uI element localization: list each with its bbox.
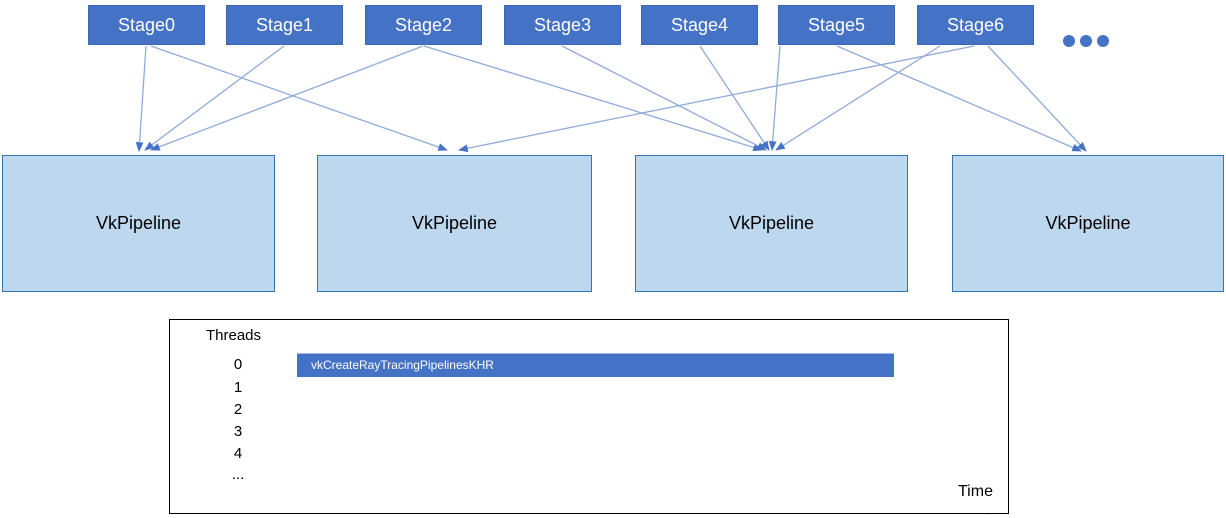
pipeline-box-2: VkPipeline bbox=[635, 155, 908, 292]
arrow-stage2-to-pipeline0 bbox=[150, 45, 424, 151]
arrow-stage6-to-pipeline2 bbox=[775, 45, 941, 151]
x-axis-label: Time bbox=[958, 483, 993, 500]
stage-box-0: Stage0 bbox=[88, 5, 205, 45]
ellipsis-dot bbox=[1097, 35, 1109, 47]
arrow-stage3-to-pipeline2 bbox=[561, 45, 767, 151]
gantt-bar: vkCreateRayTracingPipelinesKHR bbox=[297, 353, 894, 377]
arrow-stage4-to-pipeline2 bbox=[699, 45, 770, 151]
pipeline-box-0: VkPipeline bbox=[2, 155, 275, 292]
arrow-stage0-to-pipeline0 bbox=[135, 45, 147, 152]
arrow-stage6-to-pipeline3 bbox=[987, 45, 1087, 152]
thread-row-label-4: 4 bbox=[233, 445, 243, 462]
stage-box-5: Stage5 bbox=[778, 5, 895, 45]
arrow-stage5-to-pipeline2 bbox=[768, 45, 781, 151]
stage-box-3: Stage3 bbox=[504, 5, 621, 45]
stage-box-2: Stage2 bbox=[365, 5, 482, 45]
stage-box-1: Stage1 bbox=[226, 5, 343, 45]
y-axis-label: Threads bbox=[206, 327, 262, 344]
pipeline-box-1: VkPipeline bbox=[317, 155, 592, 292]
thread-row-label-...: ... bbox=[231, 466, 245, 483]
thread-timeline-chart: Threads 0 1 2 3 4... vkCreateRayTracingPipel… bbox=[169, 319, 1009, 514]
thread-row-label-3: 3 bbox=[233, 423, 243, 440]
arrow-stage2-to-pipeline2 bbox=[423, 45, 763, 152]
thread-row-label-2: 2 bbox=[233, 401, 243, 418]
ellipsis-dot bbox=[1080, 35, 1092, 47]
pipeline-box-3: VkPipeline bbox=[952, 155, 1224, 292]
ellipsis-dot bbox=[1063, 35, 1075, 47]
stage-box-4: Stage4 bbox=[641, 5, 758, 45]
arrow-stage6-to-pipeline1 bbox=[458, 45, 975, 153]
thread-row-label-0: 0 bbox=[233, 356, 243, 373]
arrow-stage1-to-pipeline0 bbox=[144, 45, 285, 151]
arrow-stage5-to-pipeline3 bbox=[836, 45, 1082, 152]
arrow-stage0-to-pipeline1 bbox=[150, 45, 448, 151]
thread-row-label-1: 1 bbox=[233, 379, 243, 396]
stage-box-6: Stage6 bbox=[917, 5, 1034, 45]
